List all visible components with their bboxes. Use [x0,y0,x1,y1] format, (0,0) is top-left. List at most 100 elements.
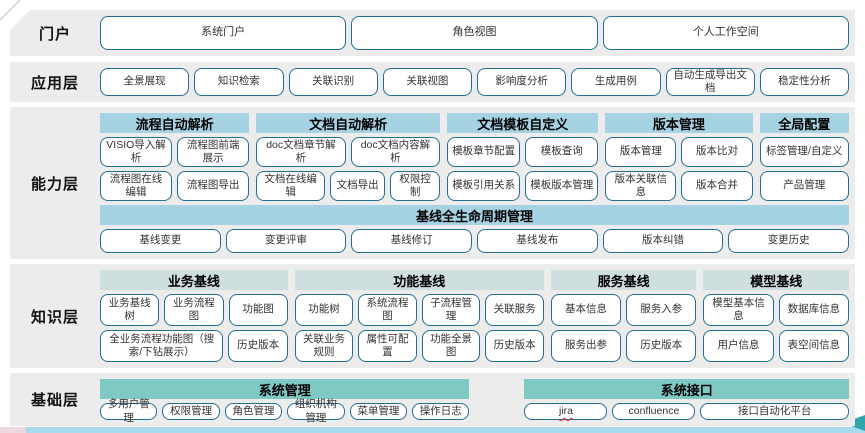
layer-label: 知识层 [30,308,79,326]
button-row: 系统门户角色视图个人工作空间 [100,16,849,50]
module-button: 模板版本管理 [525,171,599,201]
module-button: 模板章节配置 [447,137,521,167]
group: 功能基线功能树系统流程图子流程管理关联服务关联业务规则属性可配置功能全景图历史版… [294,270,544,362]
module-button: 关联业务规则 [294,330,354,362]
bottom-accent-bar [0,427,865,433]
module-button: 模型基本信息 [703,294,774,326]
module-button: 表空间信息 [778,330,849,362]
module-button: 模板引用关系 [447,171,521,201]
button-row: 全业务流程功能图（搜索/下钻展示）历史版本 [100,330,288,362]
button-row: 版本管理版本比对 [605,137,753,167]
button-row: 模板引用关系模板版本管理 [447,171,599,201]
group: 业务基线业务基线树业务流程图功能图全业务流程功能图（搜索/下钻展示）历史版本 [100,270,288,362]
group: 全局配置标签管理/自定义产品管理 [759,113,849,201]
module-button: 文档在线编辑 [256,171,326,201]
module-button: 功能图 [228,294,288,326]
module-button: 权限管理 [162,403,220,420]
button-row: 服务出参历史版本 [550,330,697,362]
module-button: 关联服务 [485,294,544,326]
module-button: 标签管理/自定义 [759,137,849,167]
module-button: 版本关联信息 [605,171,677,201]
button-row: 模型基本信息数据库信息 [703,294,849,326]
button-row: 多用户管理权限管理角色管理组织机构管理菜单管理操作日志 [100,398,470,424]
group-row: 业务基线业务基线树业务流程图功能图全业务流程功能图（搜索/下钻展示）历史版本功能… [100,270,849,362]
group-header: 文档自动解析 [256,113,441,133]
group: 系统管理多用户管理权限管理角色管理组织机构管理菜单管理操作日志 [100,379,470,424]
module-button: 接口自动化平台 [700,403,849,420]
layer-content: 业务基线业务基线树业务流程图功能图全业务流程功能图（搜索/下钻展示）历史版本功能… [100,264,855,368]
module-button: 属性可配置 [358,330,417,362]
module-button: 影响度分析 [477,68,567,96]
application-layer: 应用层全景展现知识检索关联识别关联视图影响度分析生成用例自动生成导出文档稳定性分… [10,62,855,102]
module-button: 数据库信息 [778,294,849,326]
module-button: 业务基线树 [100,294,160,326]
module-button: doc文档章节解析 [256,137,346,167]
group-header: 流程自动解析 [100,113,250,133]
group-header: 系统接口 [524,379,849,399]
group-header: 全局配置 [759,113,849,133]
group: 服务基线基本信息服务入参服务出参历史版本 [550,270,697,362]
button-row: 版本关联信息版本合并 [605,171,753,201]
button-row: 流程图在线编辑流程图导出 [100,171,250,201]
group: 流程自动解析 VISIO导入解析流程图前端展示流程图在线编辑流程图导出 [100,113,250,201]
button-row: 用户信息表空间信息 [703,330,849,362]
button-row: VISIO导入解析流程图前端展示 [100,137,250,167]
module-button: 系统门户 [100,16,347,50]
module-button: 系统流程图 [358,294,417,326]
group-header: 版本管理 [605,113,753,133]
module-button: 操作日志 [412,403,470,420]
group: 文档模板自定义模板章节配置模板查询模板引用关系模板版本管理 [447,113,599,201]
group-row: 流程自动解析 VISIO导入解析流程图前端展示流程图在线编辑流程图导出 文档自动解析… [100,113,849,201]
module-button: 组织机构管理 [287,398,345,424]
module-button: 自动生成导出文档 [665,68,755,96]
module-button: 角色管理 [224,403,283,420]
module-button: 服务入参 [626,294,697,326]
module-button: 产品管理 [759,171,849,201]
group: 版本管理版本管理版本比对版本关联信息版本合并 [605,113,753,201]
layer-label: 应用层 [30,74,79,92]
group-header: 业务基线 [100,270,288,290]
module-button: 生成用例 [571,68,661,96]
group-header: 服务基线 [550,270,697,290]
knowledge-layer: 知识层业务基线业务基线树业务流程图功能图全业务流程功能图（搜索/下钻展示）历史版… [10,264,855,368]
module-button: 服务出参 [550,330,622,362]
button-row: 功能树系统流程图子流程管理关联服务 [294,294,544,326]
module-button: 功能树 [294,294,354,326]
button-row: 标签管理/自定义 [759,137,849,167]
capability-layer: 能力层 流程自动解析 VISIO导入解析流程图前端展示流程图在线编辑流程图导出 文档自… [10,107,855,259]
module-button: 版本纠错 [602,229,724,253]
group: 模型基线模型基本信息数据库信息用户信息表空间信息 [703,270,849,362]
module-button: 历史版本 [485,330,544,362]
module-button: 菜单管理 [349,403,408,420]
module-button: 子流程管理 [421,294,481,326]
bottom-accent-bar-left [0,427,26,433]
module-button: 基线修订 [351,229,473,253]
module-button: 历史版本 [626,330,697,362]
module-button: 历史版本 [228,330,288,362]
page-corner-fold [0,0,23,23]
layer-content: 流程自动解析 VISIO导入解析流程图前端展示流程图在线编辑流程图导出 文档自动解析… [100,107,855,259]
module-button: 个人工作空间 [602,16,849,50]
module-button: 变更历史 [728,229,850,253]
module-button: 关联识别 [288,68,378,96]
module-button: doc文档内容解析 [350,137,441,167]
module-button: 基本信息 [550,294,622,326]
module-button: 用户信息 [703,330,774,362]
layer-label: 能力层 [30,175,79,193]
button-row: 产品管理 [759,171,849,201]
module-button: 版本管理 [605,137,677,167]
module-button: 模板查询 [525,137,599,167]
layer-content: 系统门户角色视图个人工作空间 [100,10,855,56]
module-button: 关联视图 [382,68,472,96]
module-button: 流程图导出 [177,171,250,201]
module-button: 全业务流程功能图（搜索/下钻展示） [100,330,224,362]
module-button: 流程图前端展示 [177,137,250,167]
portal-layer: 门户系统门户角色视图个人工作空间 [10,10,855,56]
group-header: 系统管理 [100,379,470,399]
module-button: 知识检索 [194,68,284,96]
layer-label: 基础层 [30,392,79,409]
module-button: 功能全景图 [421,330,481,362]
